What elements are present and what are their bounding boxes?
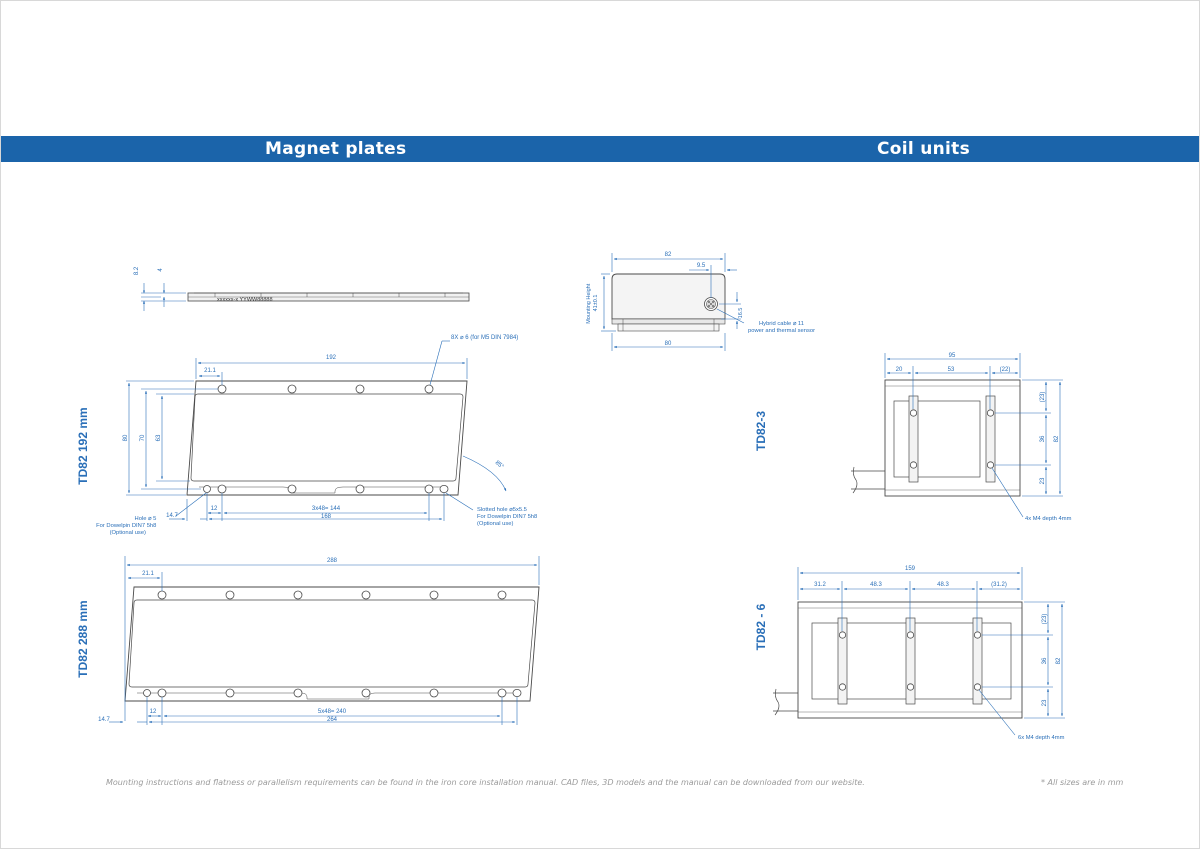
td82-6-label: TD82 - 6 [754, 603, 768, 650]
dim-31-2: 31.2 [814, 582, 826, 588]
cable-note: Hybrid cable ⌀ 11 power and thermal sens… [748, 321, 815, 334]
dim-159: 159 [905, 566, 916, 572]
dim-63: 63 [156, 434, 162, 441]
footer-sizes-note: * All sizes are in mm [1041, 778, 1124, 787]
dim-82: 82 [665, 252, 672, 258]
dim-23: 23 [1040, 477, 1046, 484]
td82-6-coil: 159 31.2 48.3 48.3 (31.2) (23) 36 23 82 … [754, 566, 1065, 741]
dim-80: 80 [123, 434, 129, 441]
dim-23: 23 [1042, 699, 1048, 706]
coil-front-view: 82 9.5 80 16.5 Mounting Height 41±0.1 Hy… [586, 252, 815, 351]
mounting-height: Mounting Height 41±0.1 [586, 282, 599, 324]
dim-288: 288 [327, 558, 338, 564]
dim-8-2: 8.2 [134, 266, 140, 275]
dim-36: 36 [1042, 657, 1048, 664]
dim-12: 12 [211, 506, 218, 512]
section-header-bar [1, 136, 1199, 162]
td82-288-plate: 288 21.1 12 5x48= 240 264 14.7 TD82 288 … [76, 556, 540, 725]
dim-9-5: 9.5 [697, 263, 706, 269]
dim-4: 4 [158, 268, 164, 272]
td82-3-coil: 95 20 53 (22) (23) 36 23 82 4x M4 depth … [754, 353, 1072, 522]
td82-192-label: TD82 192 mm [76, 407, 90, 484]
dim-20: 20 [896, 367, 903, 373]
dim-23-top: (23) [1040, 392, 1046, 403]
dim-53: 53 [948, 367, 955, 373]
coil-units-title: Coil units [877, 139, 971, 159]
td82-192-plate: 192 21.1 80 70 63 12 3x48= 144 168 14.7 … [76, 335, 539, 536]
dim-192: 192 [326, 355, 337, 361]
dim-95: 95 [949, 353, 956, 359]
dim-22: (22) [1000, 367, 1011, 373]
dim-264: 264 [327, 717, 338, 723]
dim-5x48: 5x48= 240 [318, 709, 347, 715]
dim-21-1: 21.1 [142, 571, 154, 577]
thread-note: 6x M4 depth 4mm [1018, 735, 1065, 741]
dim-36: 36 [1040, 435, 1046, 442]
hole-note: Hole ⌀ 5 For Dowelpin DIN7 5h8 (Optional… [96, 516, 158, 536]
dim-14-7: 14.7 [98, 717, 110, 723]
slot-note: Slotted hole ⌀5x5.5 For Dowelpin DIN7 5h… [477, 507, 539, 527]
dim-23-top: (23) [1042, 614, 1048, 625]
dim-31-2-b: (31.2) [991, 582, 1007, 588]
dim-48-3-a: 48.3 [870, 582, 882, 588]
dim-82: 82 [1054, 435, 1060, 442]
dim-3x48: 3x48= 144 [312, 506, 341, 512]
footer-note: Mounting instructions and flatness or pa… [106, 778, 865, 787]
dim-168: 168 [321, 514, 332, 520]
td82-3-label: TD82-3 [754, 411, 768, 451]
thread-note: 4x M4 depth 4mm [1025, 516, 1072, 522]
dim-12: 12 [150, 709, 157, 715]
dim-16-5: 16.5 [738, 308, 744, 319]
magnet-plate-side-view: xxxxxx-x YYWW88888 8.2 4 [134, 266, 470, 311]
dim-80: 80 [665, 341, 672, 347]
magnet-marking: xxxxxx-x YYWW88888 [217, 297, 273, 303]
holes-note: 8X ⌀ 6 (for M5 DIN 7984) [451, 335, 518, 341]
dim-21-1: 21.1 [204, 368, 216, 374]
dim-82: 82 [1056, 657, 1062, 664]
magnet-plates-title: Magnet plates [265, 139, 407, 159]
dim-48-3-b: 48.3 [937, 582, 949, 588]
dim-70: 70 [140, 434, 146, 441]
td82-288-label: TD82 288 mm [76, 600, 90, 677]
angle-85: 85° [494, 460, 505, 471]
dim-14-7: 14.7 [166, 513, 178, 519]
